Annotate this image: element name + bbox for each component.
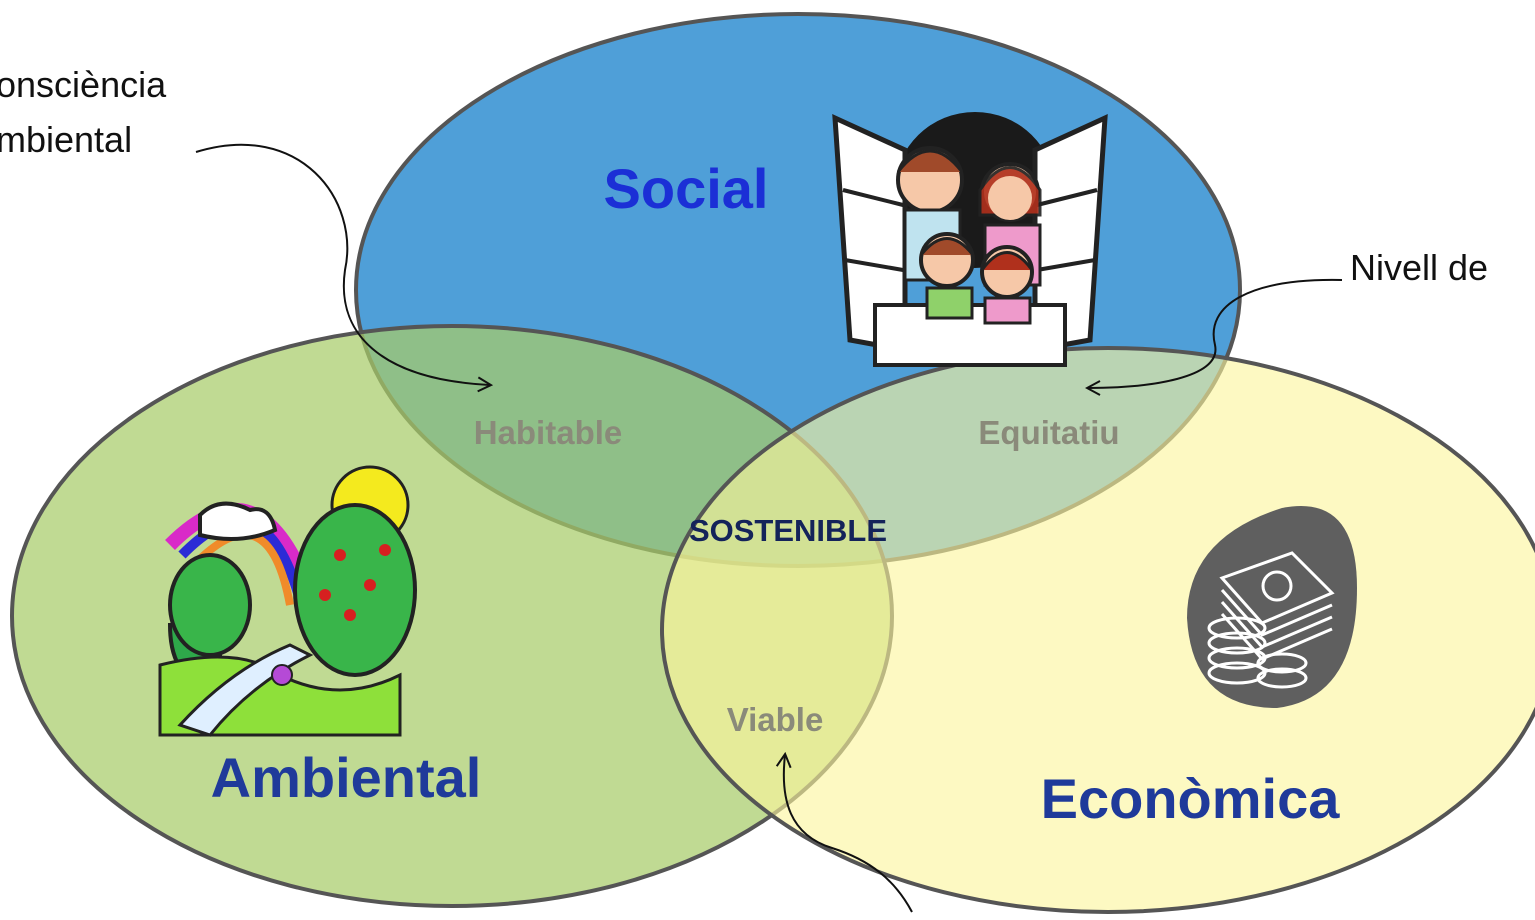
- ambiental-label: Ambiental: [211, 746, 482, 809]
- nivell-annotation: Nivell de: [1350, 247, 1488, 288]
- economica-label: Econòmica: [1041, 767, 1341, 830]
- viable-label: Viable: [727, 701, 824, 738]
- sostenible-label: SOSTENIBLE: [689, 513, 887, 548]
- economica-circle: [660, 346, 1535, 914]
- consciencia-annotation-line1: onsciència: [0, 64, 167, 105]
- arrow-bottom-to-viable: [784, 755, 913, 913]
- arrow-nivell-to-equitatiu: [1088, 278, 1343, 388]
- consciencia-annotation-line2: mbiental: [0, 119, 132, 160]
- equitatiu-label: Equitatiu: [978, 414, 1119, 451]
- arrow-consciencia-to-habitable: [195, 143, 490, 385]
- habitable-label: Habitable: [474, 414, 623, 451]
- family-window-icon: [832, 112, 1108, 367]
- money-coins-icon: [1187, 505, 1357, 708]
- social-label: Social: [604, 157, 769, 220]
- nature-landscape-icon: [158, 465, 417, 737]
